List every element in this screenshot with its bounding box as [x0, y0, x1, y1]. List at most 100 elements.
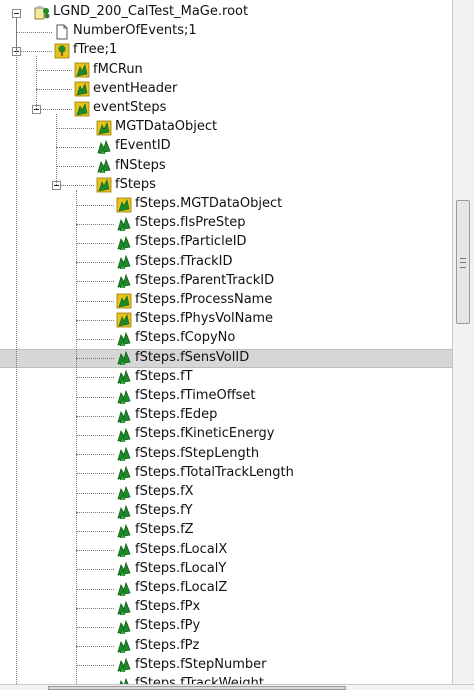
tree-connector-line [76, 223, 114, 225]
tree-item-label: fSteps.fIsPreStep [135, 215, 246, 231]
tree-connector-line [76, 190, 77, 684]
leaf-icon [116, 408, 132, 424]
tree-row[interactable] [0, 502, 452, 521]
tree-item-label: fNSteps [115, 157, 166, 173]
leaf-icon [116, 657, 132, 673]
branch-folder-icon [74, 101, 90, 117]
tree-item-label: fSteps.fStepNumber [135, 656, 267, 672]
tree-item-label: fSteps.fTrackID [135, 253, 233, 269]
leaf-icon [116, 369, 132, 385]
branch-folder-icon [116, 293, 132, 309]
tree-connector-line [76, 550, 114, 552]
vertical-scroll-thumb[interactable] [456, 200, 470, 324]
horizontal-scroll-thumb[interactable] [48, 686, 346, 690]
tree-connector-line [16, 17, 17, 684]
tree-item-label: fSteps.fSensVolID [135, 349, 250, 365]
branch-folder-icon [116, 312, 132, 328]
leaf-icon [116, 427, 132, 443]
leaf-icon [116, 504, 132, 520]
leaf-icon [116, 523, 132, 539]
leaf-icon [96, 158, 112, 174]
leaf-icon [116, 542, 132, 558]
tree-connector-line [76, 665, 114, 667]
tree-item-label: fTree;1 [73, 42, 118, 58]
branch-folder-icon [74, 81, 90, 97]
tree-item-label: eventSteps [93, 100, 167, 115]
tree-item-label: fEventID [115, 138, 171, 154]
tree-item-label: fSteps.fPhysVolName [135, 311, 274, 327]
vertical-scrollbar[interactable] [452, 0, 474, 684]
tree-connector-line [76, 473, 114, 475]
tree-item-label: fSteps.fLocalY [135, 560, 227, 576]
tree-item-label: fSteps [115, 176, 156, 192]
tree-connector-line [76, 377, 114, 379]
tree-item-label: fSteps.fStepLength [135, 445, 260, 461]
tree-item-label: eventHeader [93, 80, 178, 96]
tree-connector-line [76, 281, 114, 283]
tree-item-label: fSteps.fTrackWeight [135, 676, 264, 684]
tree-connector-line [76, 454, 114, 456]
tree-row[interactable] [0, 617, 452, 636]
tree-connector-line [36, 108, 72, 110]
tree-connector-line [76, 492, 114, 494]
tree-item-label: fSteps.fProcessName [135, 292, 273, 307]
tree-connector-line [76, 531, 114, 532]
tree-connector-line [36, 70, 72, 72]
leaf-icon [116, 331, 132, 347]
tree-row[interactable] [0, 406, 452, 425]
tree-connector-line [76, 339, 114, 340]
tree-connector-line [76, 435, 114, 436]
tree-connector-line [76, 511, 114, 513]
horizontal-scrollbar[interactable] [0, 684, 474, 690]
root-file-icon [34, 5, 50, 21]
leaf-icon [116, 216, 132, 232]
tree-connector-line [76, 646, 114, 648]
tree-item-label: fSteps.fParticleID [135, 234, 247, 250]
tree-icon [54, 43, 70, 59]
tree-item-label: fSteps.fZ [135, 522, 194, 538]
tree-item-label: MGTDataObject [115, 119, 218, 135]
tree-connector-line [16, 51, 52, 52]
tree-connector-line [76, 204, 114, 206]
branch-folder-icon [74, 62, 90, 78]
tree-item-label: fSteps.fLocalZ [135, 580, 228, 595]
tree-item-label: fSteps.fEdep [135, 407, 218, 423]
tree-row[interactable] [0, 598, 452, 617]
tree-item-label: fSteps.fKineticEnergy [135, 426, 275, 442]
tree-item-label: fSteps.fPx [135, 599, 201, 615]
tree-connector-line [56, 127, 94, 129]
tree-connector-line [76, 569, 114, 571]
leaf-icon [96, 139, 112, 155]
document-icon [54, 24, 70, 40]
tree-item-label: fSteps.fTimeOffset [135, 388, 256, 403]
tree-item-label: fSteps.fCopyNo [135, 330, 236, 346]
leaf-icon [116, 273, 132, 289]
tree-item-label: fSteps.fTotalTrackLength [135, 464, 294, 480]
branch-folder-icon [116, 197, 132, 213]
tree-item-label: fSteps.fPy [135, 618, 201, 634]
tree-row[interactable] [0, 521, 452, 540]
tree-connector-line [76, 588, 114, 590]
tree-connector-line [56, 166, 94, 168]
tree-row[interactable] [0, 483, 452, 502]
tree-item-label: fSteps.fX [135, 484, 194, 499]
tree-connector-line [76, 607, 114, 609]
leaf-icon [116, 389, 132, 405]
tree-connector-line [76, 300, 114, 302]
tree-view[interactable]: LGND_200_CalTest_MaGe.root NumberOfEvent… [0, 0, 452, 684]
collapse-toggle-icon[interactable] [12, 8, 21, 18]
tree-row[interactable] [0, 368, 452, 387]
tree-item-label: fSteps.fLocalX [135, 541, 228, 557]
tree-item-label: fSteps.fY [135, 503, 193, 519]
tree-item-label: fMCRun [93, 61, 143, 77]
tree-row-selected[interactable] [0, 348, 452, 368]
tree-item-label: LGND_200_CalTest_MaGe.root [53, 4, 249, 19]
tree-row[interactable] [0, 637, 452, 656]
branch-folder-icon [96, 177, 112, 193]
leaf-icon [116, 581, 132, 597]
branch-folder-icon [96, 120, 112, 136]
tree-item-label: fSteps.fT [135, 368, 193, 384]
leaf-icon [116, 677, 132, 684]
tree-connector-line [36, 89, 72, 91]
leaf-icon [116, 446, 132, 462]
